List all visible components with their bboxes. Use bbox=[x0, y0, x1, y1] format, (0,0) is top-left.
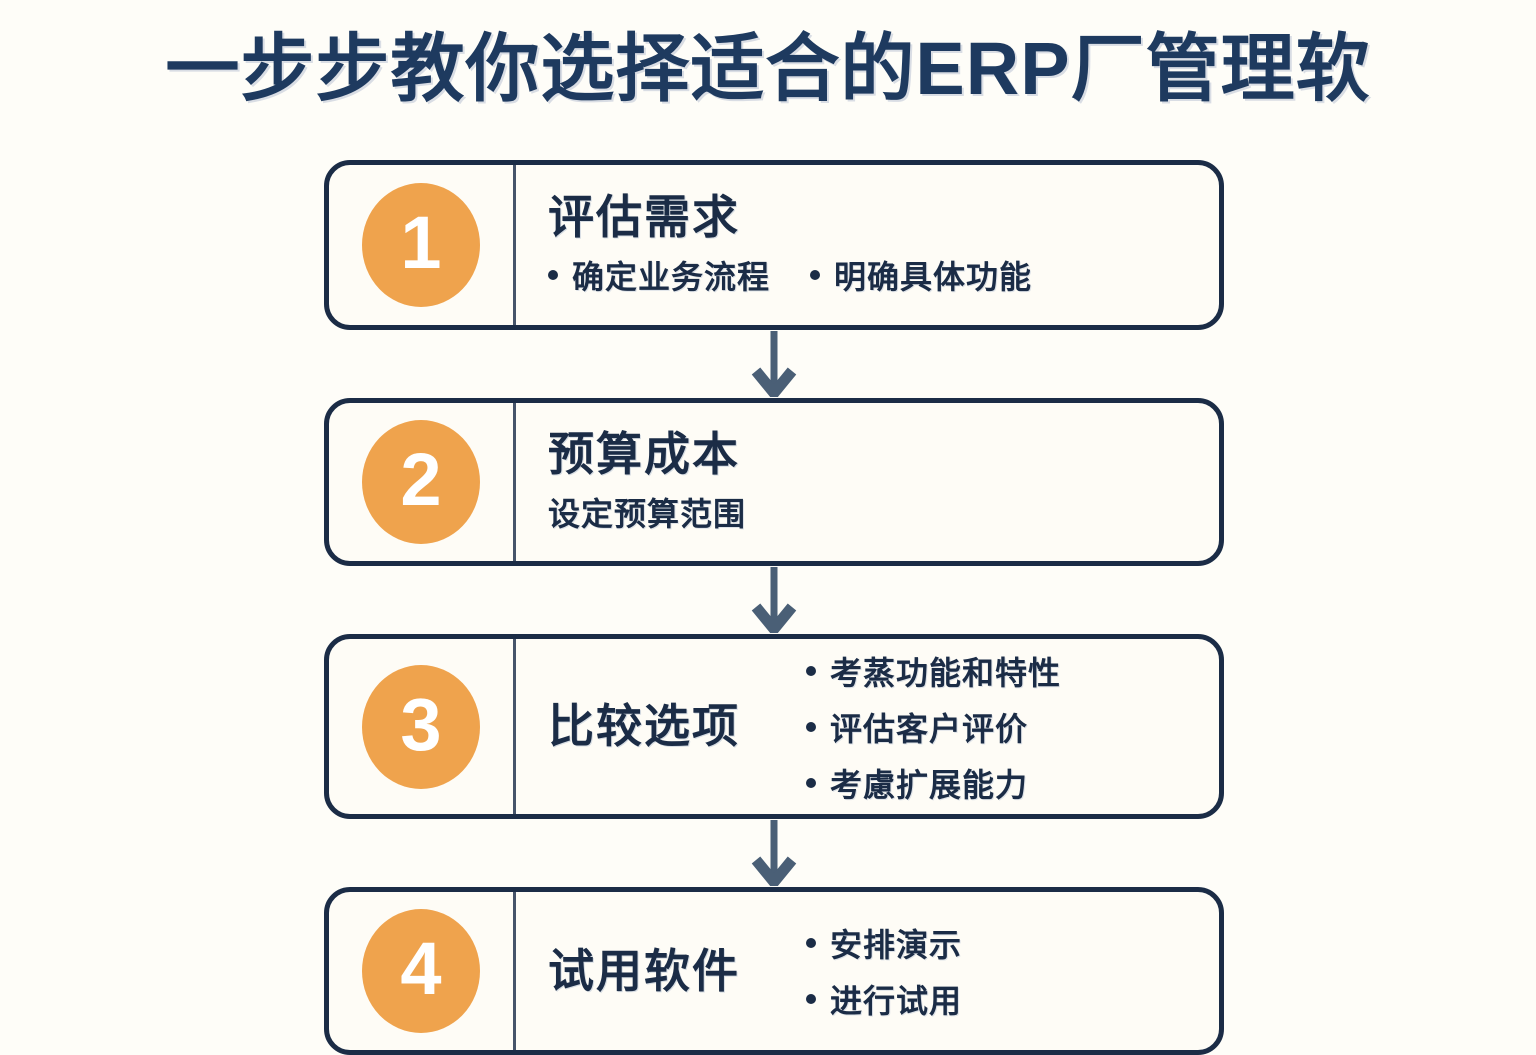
step-subtext-2: 设定预算范围 bbox=[548, 496, 747, 533]
bullet-item: 进行试用 bbox=[806, 976, 962, 1022]
bullet-item: 评估客户评价 bbox=[806, 704, 1061, 750]
connector-1-to-2 bbox=[324, 330, 1224, 398]
connector-2-to-3 bbox=[324, 566, 1224, 634]
bullet-dot-icon bbox=[806, 994, 816, 1004]
step-content-1: 评估需求 确定业务流程 明确具体功能 bbox=[516, 165, 1219, 325]
step-number-column-3: 3 bbox=[329, 639, 516, 814]
bullet-label: 安排演示 bbox=[830, 927, 963, 963]
step-bullets-3: 考蒸功能和特性 评估客户评价 考慮扩展能力 bbox=[806, 648, 1061, 806]
step-card-3[interactable]: 3 比较选项 考蒸功能和特性 评估客户评价 考慮扩展能力 bbox=[324, 634, 1224, 819]
arrow-down-icon bbox=[751, 567, 797, 633]
step-heading-4: 试用软件 bbox=[548, 944, 740, 997]
step-number-column-2: 2 bbox=[329, 403, 516, 561]
bullet-dot-icon bbox=[806, 777, 816, 788]
bullet-label: 考蒸功能和特性 bbox=[830, 654, 1062, 691]
step-bullets-4: 安排演示 进行试用 bbox=[806, 920, 962, 1022]
bullet-item: 确定业务流程 bbox=[548, 252, 770, 298]
step-number-badge-2: 2 bbox=[362, 420, 480, 544]
step-bullets-1: 确定业务流程 明确具体功能 bbox=[548, 252, 1032, 298]
bullet-label: 明确具体功能 bbox=[834, 259, 1033, 296]
step-number-column-1: 1 bbox=[329, 165, 516, 325]
bullet-item: 安排演示 bbox=[806, 920, 962, 966]
bullet-label: 评估客户评价 bbox=[830, 710, 1029, 747]
step-heading-3: 比较选项 bbox=[548, 700, 740, 753]
step-card-1[interactable]: 1 评估需求 确定业务流程 明确具体功能 bbox=[324, 160, 1224, 330]
step-number-column-4: 4 bbox=[329, 892, 516, 1050]
step-content-2: 预算成本 设定预算范围 bbox=[516, 403, 1219, 561]
step-card-2[interactable]: 2 预算成本 设定预算范围 bbox=[324, 398, 1224, 566]
page-title: 一步步教你选择适合的ERP厂管理软 bbox=[165, 27, 1371, 110]
bullet-dot-icon bbox=[548, 270, 558, 281]
step-number-badge-3: 3 bbox=[362, 664, 480, 789]
step-content-3: 比较选项 考蒸功能和特性 评估客户评价 考慮扩展能力 bbox=[516, 639, 1219, 814]
steps-flow: 1 评估需求 确定业务流程 明确具体功能 2 bbox=[324, 160, 1224, 1055]
connector-3-to-4 bbox=[324, 819, 1224, 887]
bullet-dot-icon bbox=[806, 721, 816, 732]
arrow-down-icon bbox=[751, 820, 797, 886]
bullet-item: 明确具体功能 bbox=[810, 252, 1032, 298]
bullet-item: 考慮扩展能力 bbox=[806, 760, 1061, 806]
bullet-label: 确定业务流程 bbox=[572, 259, 771, 296]
step-heading-1: 评估需求 bbox=[548, 190, 740, 243]
step-card-4[interactable]: 4 试用软件 安排演示 进行试用 bbox=[324, 887, 1224, 1055]
step-number-badge-4: 4 bbox=[362, 909, 480, 1033]
bullet-dot-icon bbox=[806, 938, 816, 948]
step-number-badge-1: 1 bbox=[362, 183, 480, 307]
arrow-down-icon bbox=[751, 331, 797, 397]
bullet-dot-icon bbox=[810, 270, 821, 281]
step-content-4: 试用软件 安排演示 进行试用 bbox=[516, 892, 1219, 1050]
bullet-label: 进行试用 bbox=[830, 983, 963, 1019]
bullet-item: 考蒸功能和特性 bbox=[806, 648, 1061, 694]
bullet-dot-icon bbox=[806, 665, 816, 676]
step-heading-2: 预算成本 bbox=[548, 427, 740, 480]
bullet-label: 考慮扩展能力 bbox=[830, 766, 1029, 803]
